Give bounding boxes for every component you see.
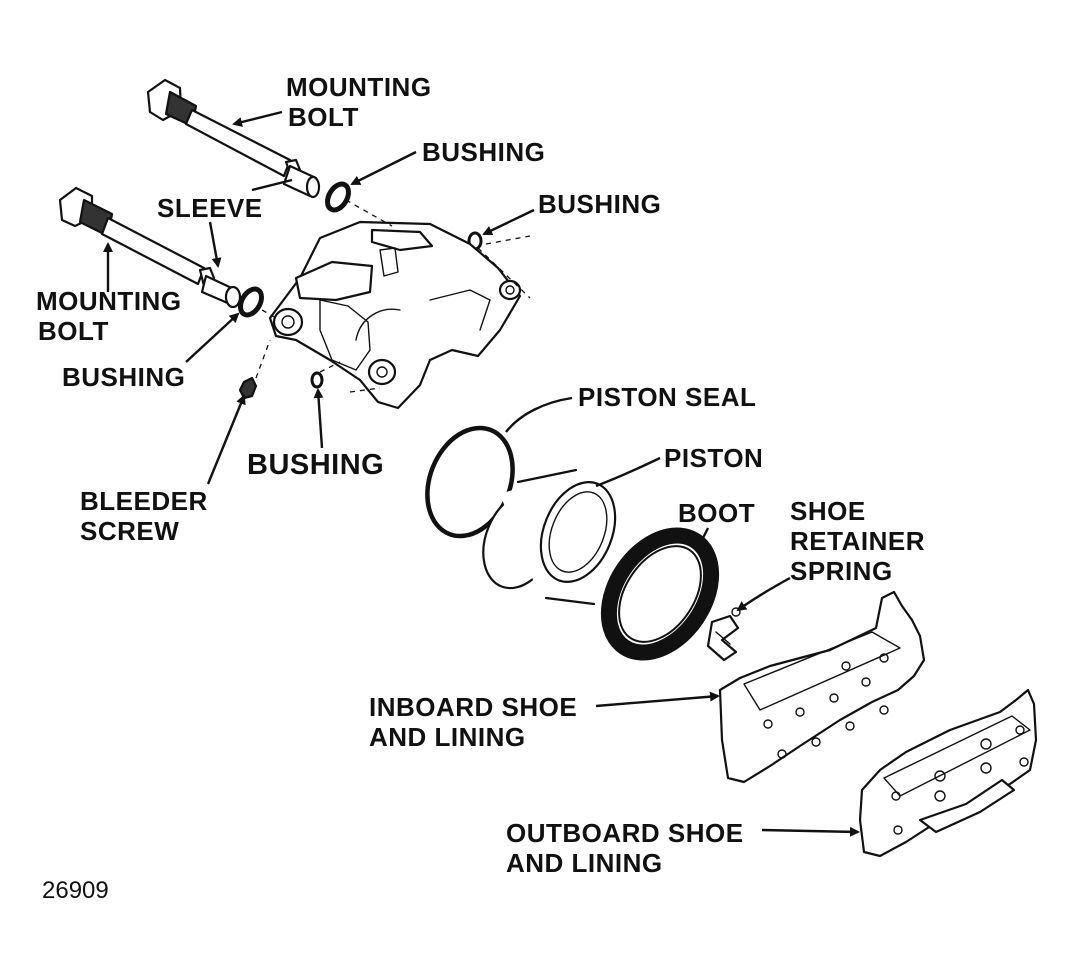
label-outboard-shoe: OUTBOARD SHOE AND LINING (506, 818, 744, 878)
label-outboard-shoe-line2: AND LINING (506, 848, 663, 878)
label-bleeder-screw-line1: BLEEDER (80, 486, 208, 516)
label-bushing-bottom: BUSHING (247, 449, 384, 481)
label-boot: BOOT (678, 498, 755, 528)
label-shoe-retainer-spring: SHOE RETAINER SPRING (790, 496, 925, 586)
boot (600, 527, 720, 661)
piston (482, 468, 620, 606)
bushing-bottom-ring (310, 371, 324, 389)
label-inboard-shoe-line1: INBOARD SHOE (369, 692, 577, 722)
sleeve-top (282, 164, 321, 199)
label-sleeve: SLEEVE (157, 193, 263, 223)
label-mounting-bolt-left-line1: MOUNTING (36, 286, 182, 316)
label-shoe-retainer-spring-line2: RETAINER (790, 526, 925, 556)
label-outboard-shoe-line1: OUTBOARD SHOE (506, 818, 744, 848)
figure-number: 26909 (42, 877, 109, 904)
shoe-retainer-spring (706, 607, 741, 662)
bushing-left-ring (238, 286, 264, 318)
label-bushing-right: BUSHING (538, 189, 661, 219)
label-mounting-bolt-left: MOUNTING BOLT (36, 286, 182, 346)
label-mounting-bolt-left-line2: BOLT (38, 316, 109, 346)
label-shoe-retainer-spring-line1: SHOE (790, 496, 866, 526)
label-shoe-retainer-spring-line3: SPRING (790, 556, 893, 586)
label-bushing-top: BUSHING (422, 137, 545, 167)
inboard-shoe (718, 590, 926, 784)
bushing-top-ring (325, 181, 351, 213)
sleeve-left (200, 274, 242, 309)
label-piston-seal: PISTON SEAL (578, 382, 756, 412)
mounting-bolt-top (146, 78, 302, 180)
caliper-body (268, 220, 522, 410)
leader-lines (103, 110, 860, 837)
label-mounting-bolt-top-line1: MOUNTING (286, 72, 432, 102)
label-bleeder-screw-line2: SCREW (80, 516, 179, 546)
label-bushing-left: BUSHING (62, 362, 185, 392)
label-inboard-shoe-line2: AND LINING (369, 722, 526, 752)
label-bleeder-screw: BLEEDER SCREW (80, 486, 208, 546)
outboard-shoe (858, 688, 1038, 858)
label-mounting-bolt-top: MOUNTING BOLT (286, 72, 432, 132)
mounting-bolt-left (58, 186, 216, 288)
bleeder-screw (238, 376, 258, 400)
label-inboard-shoe: INBOARD SHOE AND LINING (369, 692, 577, 752)
label-piston: PISTON (664, 443, 763, 473)
alignment-lines (255, 199, 531, 393)
label-mounting-bolt-top-line2: BOLT (288, 102, 359, 132)
